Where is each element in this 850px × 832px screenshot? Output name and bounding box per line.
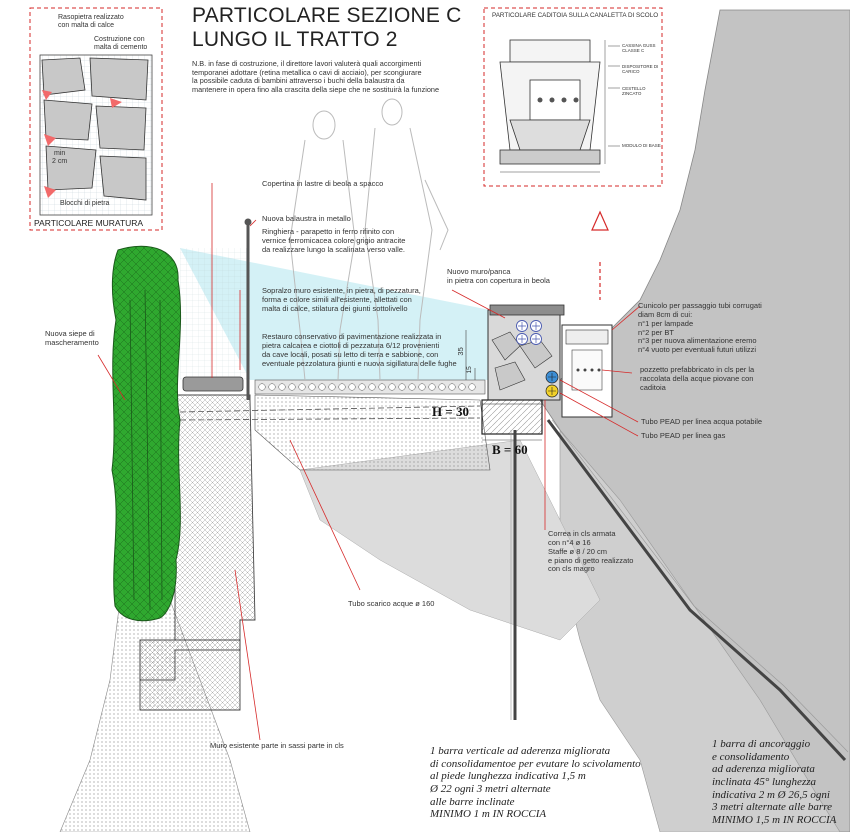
sight-wedge: [180, 248, 490, 380]
note-barra-ancoraggio: 1 barra di ancoraggio e consolidamento a…: [712, 738, 837, 826]
dimension-35: 35: [455, 347, 465, 356]
beam: [481, 399, 543, 435]
muratura-min-label: min 2 cm: [52, 150, 68, 166]
label-ringhiera: Ringhiera - parapetto in ferro rifinito …: [262, 227, 406, 254]
muratura-caption: PARTICOLARE MURATURA: [34, 218, 144, 228]
label-balaustra: Nuova balaustra in metallo: [262, 214, 351, 223]
label-muro-esistente: Muro esistente parte in sassi parte in c…: [210, 741, 344, 750]
label-tubo-scarico: Tubo scarico acque ø 160: [348, 599, 435, 608]
label-correa: Correa in cls armata con n°4 ø 16 Staffe…: [548, 529, 634, 574]
muratura-costruzione-label: Costruzione con malta di cemento: [94, 36, 148, 52]
label-pead-gas: Tubo PEAD per linea gas: [641, 431, 726, 440]
hedge: [111, 245, 182, 622]
label-pozzetto: pozzetto prefabbricato in cls per la rac…: [640, 365, 755, 392]
caditoia-label-3: CESTELLO ZINCATO: [622, 86, 646, 97]
caditoia-caption: PARTICOLARE CADITOIA SULLA CANALETTA DI …: [492, 12, 659, 19]
muratura-blocchi-label: Blocchi di pietra: [60, 200, 110, 207]
caditoia-label-1: CASSINA GUSS CLASSE C: [622, 43, 656, 54]
dimension-h: H = 30: [432, 404, 470, 419]
dimension-15: 15: [465, 366, 473, 374]
caditoia-label-2: DISPOSITORE DI CARICO: [622, 64, 659, 75]
coping-stone: [182, 376, 244, 392]
label-sopralzo: Sopralzo muro esistente, in pietra, di p…: [262, 286, 421, 313]
caditoia-label-4: MODULO DI BASE: [622, 143, 661, 148]
label-pead-acqua: Tubo PEAD per linea acqua potabile: [641, 417, 763, 426]
inclined-bar: [546, 419, 847, 762]
page-title: PARTICOLARE SEZIONE C LUNGO IL TRATTO 2: [192, 4, 462, 51]
nb-note: N.B. in fase di costruzione, il direttor…: [192, 59, 440, 94]
dimension-b: B = 60: [492, 442, 528, 457]
label-siepe: Nuova siepe di mascheramento: [45, 329, 99, 347]
label-copertina: Copertina in lastre di beola a spacco: [262, 179, 384, 188]
muratura-rasopietra-label: Rasopietra realizzato con malta di calce: [58, 14, 124, 30]
note-barra-verticale: 1 barra verticale ad aderenza migliorata…: [430, 745, 641, 821]
label-cunicolo: Cunicolo per passaggio tubi corrugati di…: [638, 301, 762, 355]
label-restauro: Restauro conservativo di pavimentazione …: [262, 332, 457, 368]
label-nuovo-muro: Nuovo muro/panca in pietra con copertura…: [447, 267, 550, 285]
